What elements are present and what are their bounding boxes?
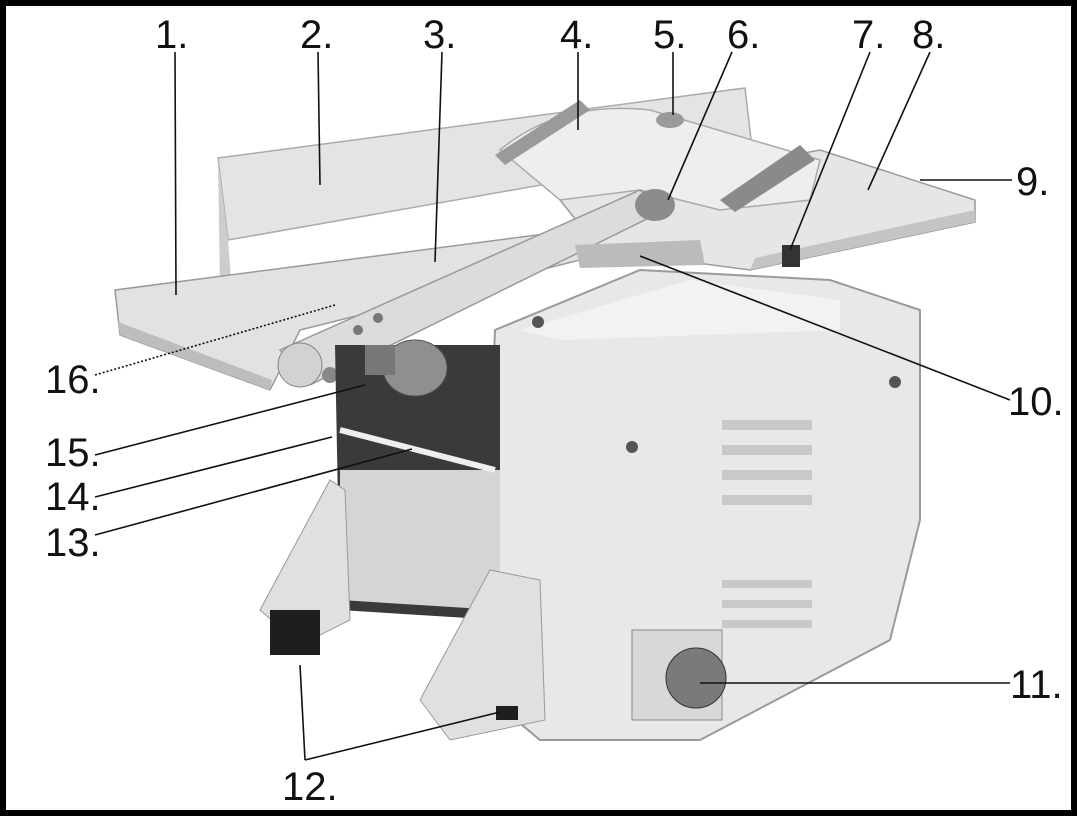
callout-1: 1. (155, 13, 188, 57)
outfeed-table-edge (750, 210, 975, 270)
thickness-table (340, 470, 500, 610)
height-knob (656, 112, 684, 128)
callout-15: 15. (45, 431, 101, 475)
callout-14: 14. (45, 475, 101, 519)
housing-screw-2 (889, 376, 901, 388)
foot-right (496, 706, 518, 720)
depth-scale (575, 240, 705, 268)
infeed-table-edge (118, 322, 272, 390)
leader-2 (317, 51, 321, 186)
leader-lines (94, 51, 1012, 761)
callout-4: 4. (560, 13, 593, 57)
leader-7 (789, 51, 871, 251)
depth-knob-shaft (365, 345, 395, 375)
callout-12: 12. (282, 765, 338, 809)
leader-1 (174, 51, 177, 296)
arm-screw-1 (353, 325, 363, 335)
base-leg-right (419, 569, 546, 741)
callout-13: 13. (45, 521, 101, 565)
vents-upper (722, 420, 812, 505)
callout-9: 9. (1016, 160, 1049, 204)
leader-10 (639, 255, 1011, 401)
housing-screw-1 (626, 441, 638, 453)
housing-screw-3 (532, 316, 544, 328)
adjust-screw (782, 245, 800, 267)
callout-7: 7. (852, 13, 885, 57)
blade-guard (498, 107, 821, 211)
guard-handle-right (720, 145, 815, 212)
leader-6 (667, 51, 733, 201)
arm-bolt (322, 367, 338, 383)
lock-knob (635, 189, 675, 221)
leader-15 (94, 384, 366, 456)
fence-edge (218, 158, 232, 292)
foot-left (270, 610, 320, 655)
arm-screw-2 (373, 313, 383, 323)
leader-13 (94, 448, 413, 536)
feed-roller (339, 427, 496, 473)
callout-8: 8. (912, 13, 945, 57)
on-off-switch (665, 647, 727, 709)
vents-lower (722, 580, 812, 628)
leader-14 (94, 436, 333, 498)
leader-12a (299, 664, 306, 761)
arm-pivot (277, 342, 323, 388)
guard-handle-left (495, 100, 590, 165)
leader-16 (94, 304, 336, 376)
callout-6: 6. (727, 13, 760, 57)
callout-10: 10. (1008, 380, 1064, 424)
leader-12b (304, 711, 501, 761)
leader-3 (434, 51, 443, 263)
machine-illustration (114, 87, 976, 741)
callout-2: 2. (300, 13, 333, 57)
callout-3: 3. (423, 13, 456, 57)
callout-11: 11. (1010, 663, 1063, 707)
housing-top (520, 280, 840, 340)
callout-16: 16. (45, 358, 101, 402)
leader-8 (867, 51, 931, 191)
callout-5: 5. (653, 13, 686, 57)
